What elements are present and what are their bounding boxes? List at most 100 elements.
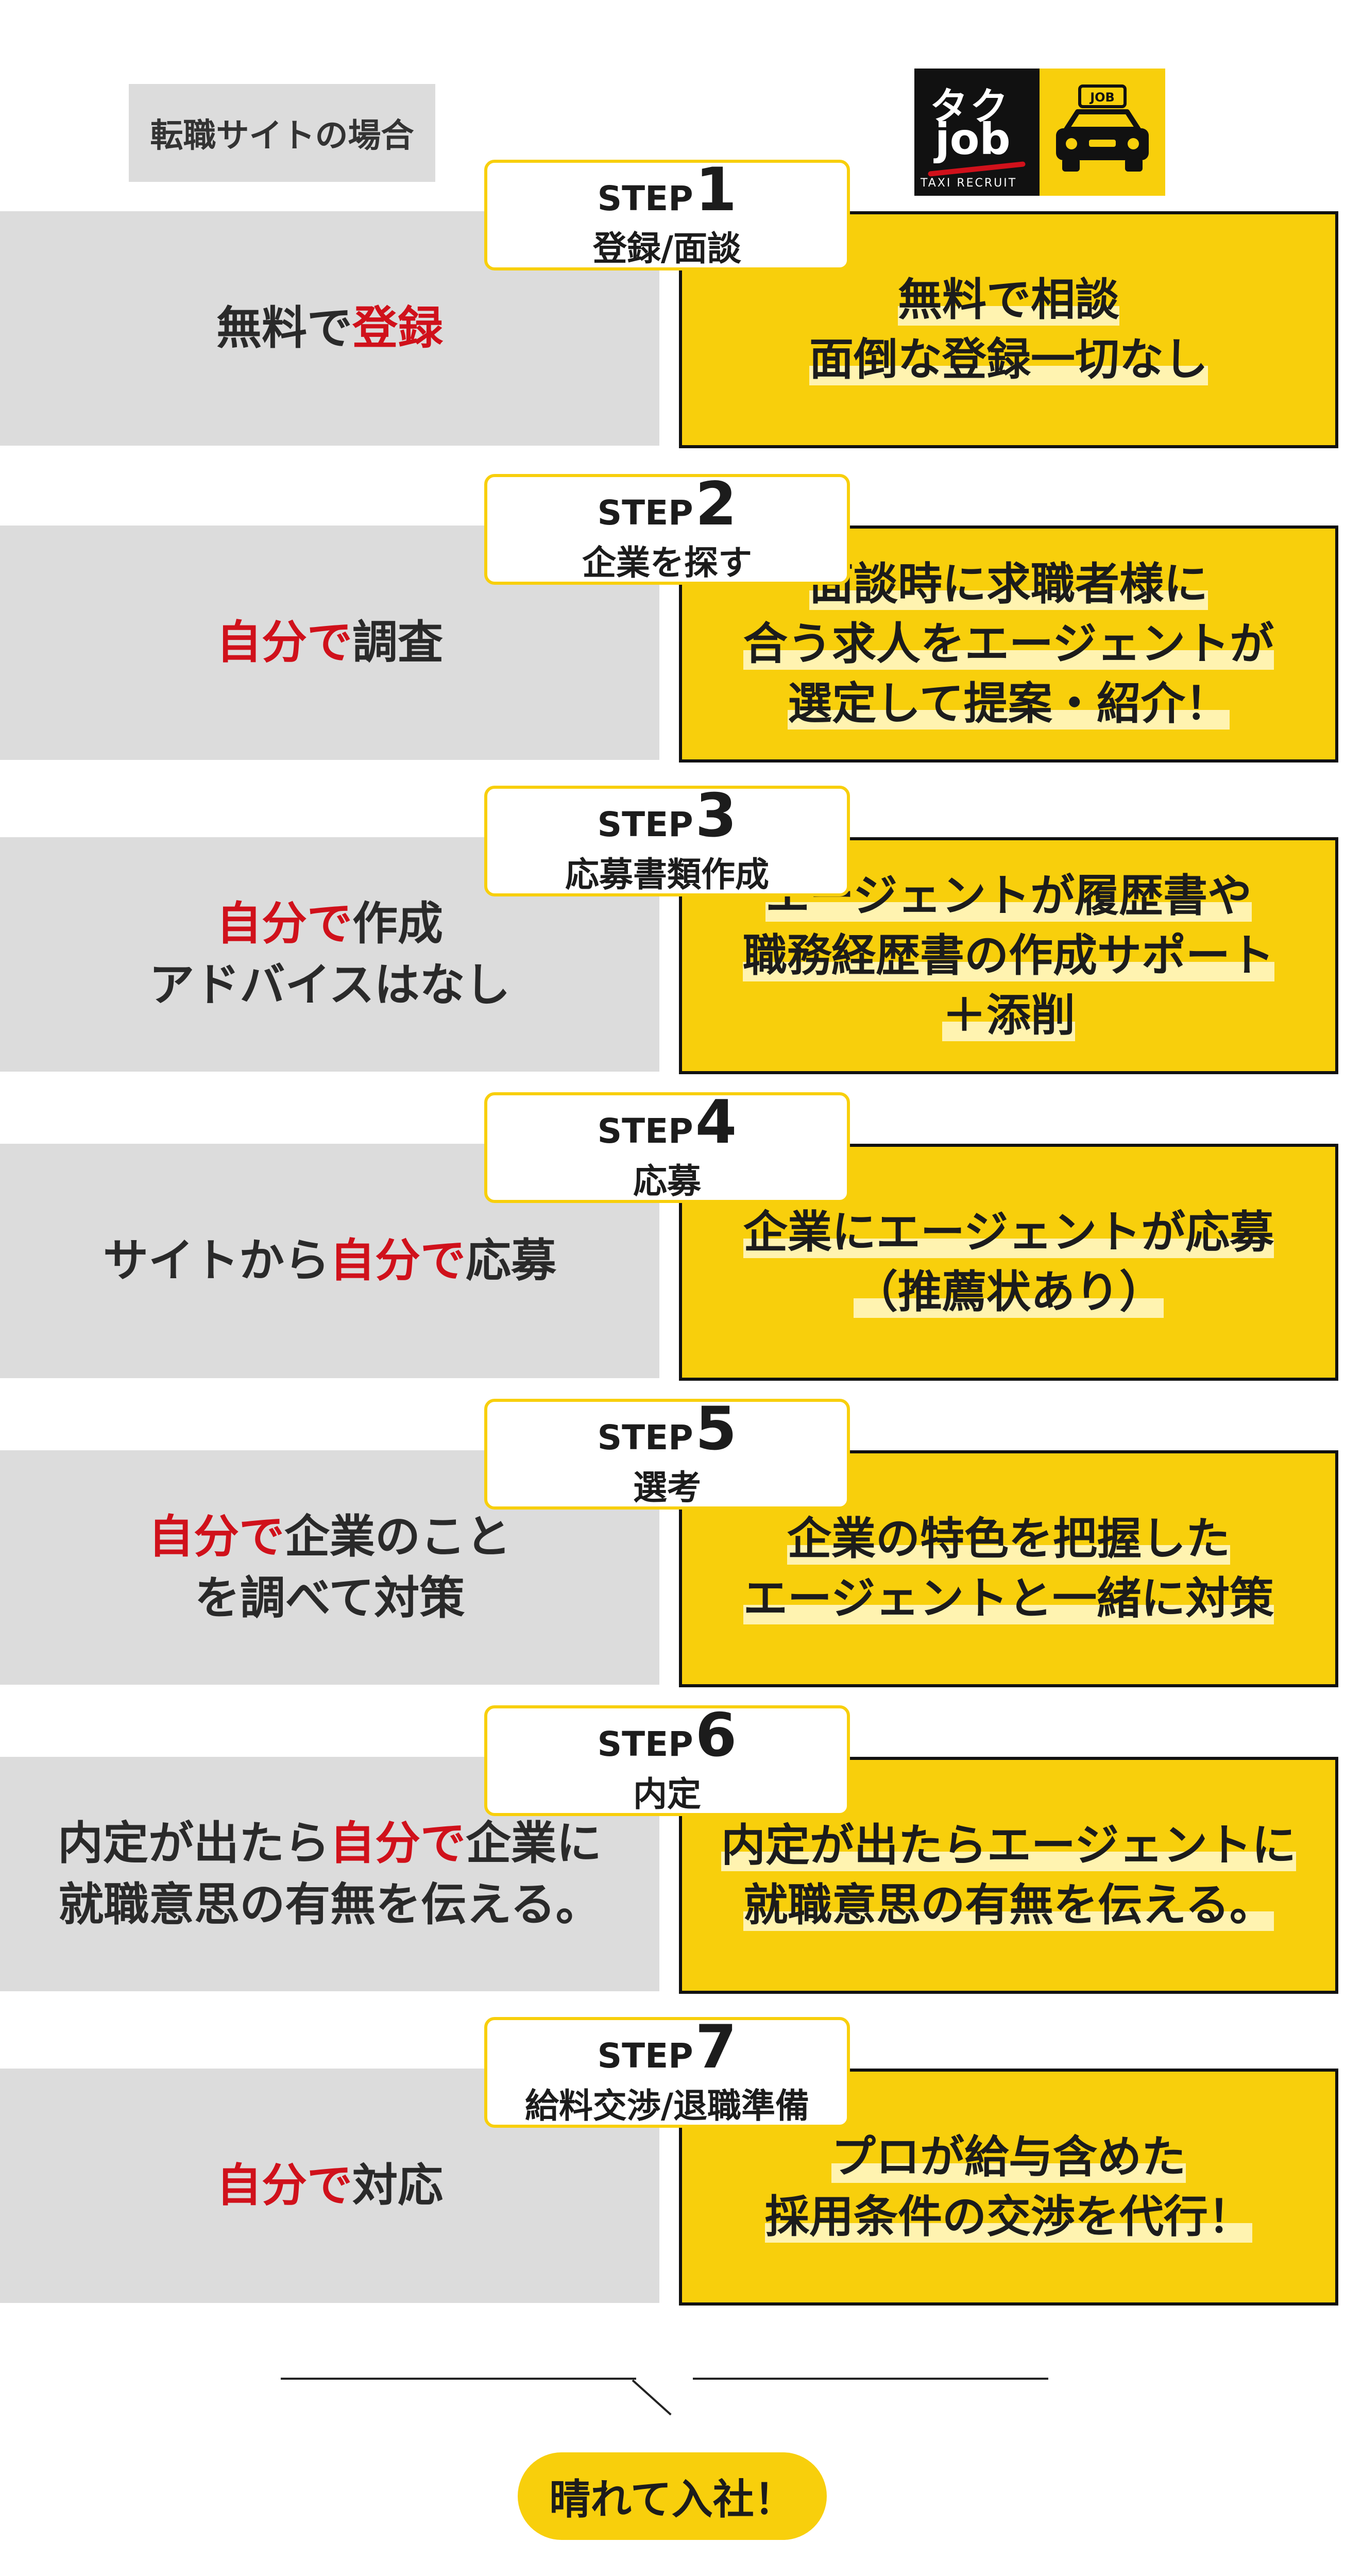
takujob-line: 企業にエージェントが応募 [743,1206,1274,1258]
takujob-text: 面談時に求職者様に合う求人をエージェントが選定して提案・紹介！ [743,554,1274,734]
takujob-line: プロが給与含めた [831,2131,1186,2183]
takujob-line-wrap: 採用条件の交渉を代行！ [765,2187,1252,2247]
takujob-line: 面倒な登録一切なし [809,334,1208,385]
emphasis-text: 自分で [216,616,352,669]
takujob-line: 企業の特色を把握した [787,1513,1230,1565]
job-site-text: 無料で登録 [216,298,443,359]
step-number: 7 [695,2012,737,2082]
job-site-line: 無料で登録 [216,298,443,359]
takujob-line-wrap: （推薦状あり） [743,1262,1274,1322]
takujob-line-wrap: 職務経歴書の作成サポート [743,926,1274,986]
takujob-line: 面談時に求職者様に [809,558,1208,610]
takujob-text: 企業の特色を把握したエージェントと一緒に対策 [743,1509,1274,1629]
job-site-line: 自分で対応 [216,2155,443,2216]
emphasis-text: 自分で [329,1816,466,1870]
text-segment: サイトから [103,1234,330,1287]
takujob-line-wrap: 選定して提案・紹介！ [743,674,1274,734]
job-site-line: 自分で作成 [149,893,510,955]
job-site-line: 自分で企業のこと [148,1506,511,1568]
text-segment: 就職意思の有無を伝える。 [58,1877,601,1931]
step-row-2: 自分で調査面談時に求職者様に合う求人をエージェントが選定して提案・紹介！STEP… [0,474,1345,762]
takujob-line: 内定が出たらエージェントに [721,1819,1297,1871]
job-site-text: 自分で調査 [216,612,443,673]
logo-wordmark: タク job TAXI RECRUIT [914,69,1040,196]
takujob-box: 面談時に求職者様に合う求人をエージェントが選定して提案・紹介！ [679,526,1338,762]
step-title: 給料交渉/退職準備 [524,2086,810,2126]
text-segment: 無料で [216,301,352,355]
takujob-line-wrap: 内定が出たらエージェントに [721,1816,1297,1875]
emphasis-text: 自分で [216,2159,352,2212]
step-number: 2 [695,469,737,539]
logo-line1: タク [930,84,1010,129]
job-site-line: サイトから自分で応募 [103,1230,556,1292]
step-number: 1 [695,155,737,225]
step-word: STEP [597,1111,693,1151]
step-number: 4 [695,1087,737,1157]
takujob-line: 採用条件の交渉を代行！ [765,2191,1252,2243]
job-site-case-label: 転職サイトの場合 [129,84,435,182]
takujob-line-wrap: 合う求人をエージェントが [743,614,1274,674]
job-site-line: 就職意思の有無を伝える。 [58,1874,602,1936]
text-segment: 内定が出たら [57,1816,330,1870]
text-segment: を調べて対策 [194,1571,465,1624]
step-number: 5 [695,1394,737,1464]
takujob-line: 選定して提案・紹介！ [788,678,1230,730]
takujob-box: 内定が出たらエージェントに就職意思の有無を伝える。 [679,1757,1338,1994]
takujob-line-wrap: 面談時に求職者様に [743,554,1274,614]
job-site-line: 内定が出たら自分で企業に [58,1813,602,1874]
step-word: STEP [597,178,693,218]
logo-subtitle: TAXI RECRUIT [921,177,1017,190]
takujob-line-wrap: 面倒な登録一切なし [809,330,1208,389]
job-site-text: 自分で企業のことを調べて対策 [148,1506,511,1629]
takujob-line: 合う求人をエージェントが [743,618,1274,670]
takujob-line: エージェントと一緒に対策 [743,1573,1274,1624]
emphasis-text: 自分で [329,1234,466,1287]
takujob-line-wrap: ＋添削 [743,986,1274,1045]
step-row-6: 内定が出たら自分で企業に就職意思の有無を伝える。内定が出たらエージェントに就職意… [0,1705,1345,1994]
job-site-text: 内定が出たら自分で企業に就職意思の有無を伝える。 [58,1813,602,1936]
step-number: 3 [695,781,737,851]
takujob-line-wrap: 就職意思の有無を伝える。 [721,1875,1296,1935]
job-site-line: を調べて対策 [148,1568,511,1629]
takujob-box: プロが給与含めた採用条件の交渉を代行！ [679,2069,1338,2306]
text-segment: 作成 [352,896,444,950]
takujob-line: 就職意思の有無を伝える。 [743,1879,1274,1931]
step-title: 応募 [633,1161,701,1201]
takujob-text: 無料で相談面倒な登録一切なし [809,270,1208,389]
takujob-line-wrap: 企業にエージェントが応募 [743,1202,1274,1262]
divider-line-right [693,2378,1048,2380]
emphasis-text: 自分で [148,1510,284,1563]
job-site-text: 自分で作成アドバイスはなし [149,893,510,1016]
text-segment: 調査 [352,616,444,669]
logo-line2: job [935,114,1011,164]
takujob-line: ＋添削 [942,990,1075,1042]
step-title: 登録/面談 [592,228,742,268]
taxi-car-icon: JOB [1040,69,1165,196]
job-site-line: アドバイスはなし [149,955,510,1016]
takujob-line-wrap: エージェントと一緒に対策 [743,1569,1274,1629]
step-word: STEP [597,804,693,844]
takujob-text: プロが給与含めた採用条件の交渉を代行！ [765,2127,1252,2247]
takujob-line: 職務経歴書の作成サポート [743,929,1274,981]
takujob-line-wrap: 企業の特色を把握した [743,1509,1274,1569]
step-title: 応募書類作成 [565,854,769,894]
text-segment: 企業に [466,1816,602,1870]
text-segment: 対応 [352,2159,444,2212]
job-site-line: 自分で調査 [216,612,443,673]
